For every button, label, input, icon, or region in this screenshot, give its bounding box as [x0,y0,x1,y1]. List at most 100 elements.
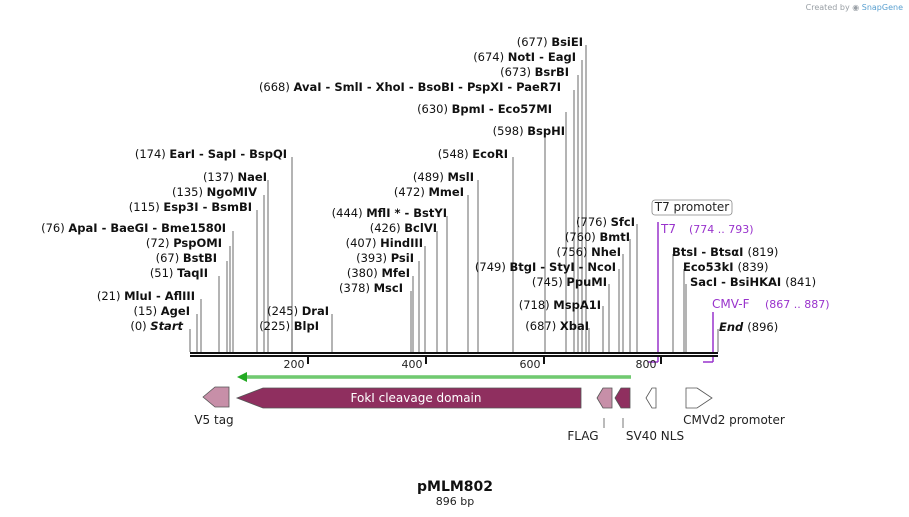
site-enzyme-names: EarI - SapI - BspQI [169,147,287,161]
site-position: (718) [519,298,554,312]
primer-cmv-f-range: (867 .. 887) [765,298,830,311]
feature-sv40-nls[interactable]: SV40 NLS [614,387,684,443]
site-label[interactable]: (718) MspA1I [519,298,601,312]
feature-foki-label: FokI cleavage domain [351,391,482,405]
site-leader-lines [189,45,719,352]
site-label[interactable]: (0) Start [130,319,183,333]
site-label[interactable]: (749) BtgI - StyI - NcoI [475,260,616,274]
site-enzyme-names: MspA1I [553,298,601,312]
feature-v5-tag[interactable]: V5 tag [194,386,234,427]
site-enzyme-names: BmtI [599,230,630,244]
site-label[interactable]: (489) MslI [413,170,474,184]
site-label[interactable]: (245) DraI [267,304,329,318]
site-enzyme-names: PspOMI [173,236,222,250]
site-position: (21) [97,289,124,303]
site-label[interactable]: BtsI - BtsαI (819) [672,245,778,259]
site-label[interactable]: (687) XbaI [525,319,589,333]
primer-t7-name: T7 [660,222,676,236]
watermark-prefix: Created by [805,3,850,12]
site-label[interactable]: (393) PsiI [356,251,414,265]
feature-flag-label: FLAG [567,429,598,443]
site-label[interactable]: Eco53kI (839) [683,260,768,274]
site-label[interactable]: (174) EarI - SapI - BspQI [135,147,287,161]
site-label[interactable]: (756) NheI [557,245,621,259]
site-label[interactable]: (72) PspOMI [146,236,222,250]
site-enzyme-names: HindIII [380,236,423,250]
site-label[interactable]: (115) Esp3I - BsmBI [129,200,252,214]
site-label[interactable]: (67) BstBI [156,251,217,265]
site-position: (76) [41,221,68,235]
site-label[interactable]: (674) NotI - EagI [473,50,576,64]
site-label[interactable]: (668) AvaI - SmlI - XhoI - BsoBI - PspXI… [259,80,561,94]
site-enzyme-names: MflI * - BstYI [366,206,447,220]
site-label[interactable]: (378) MscI [339,281,403,295]
restriction-sites-right: BtsI - BtsαI (819)Eco53kI (839)SacI - Bs… [672,245,816,334]
tick-label-600: 600 [520,358,541,371]
site-label[interactable]: (225) BlpI [259,319,319,333]
plasmid-name: pMLM802 [417,479,493,495]
site-enzyme-names: SfcI [611,215,635,229]
site-enzyme-names: NaeI [238,170,267,184]
site-label[interactable]: (472) MmeI [394,185,464,199]
site-label[interactable]: (426) BclVI [370,221,437,235]
site-enzyme-names: MslI [447,170,474,184]
site-enzyme-names: NheI [591,245,621,259]
site-enzyme-names: BsiEI [551,35,583,49]
site-label[interactable]: (677) BsiEI [517,35,583,49]
site-enzyme-names: BpmI - Eco57MI [452,102,552,116]
site-position: (819) [747,245,778,259]
feature-sv40-nls-label: SV40 NLS [626,429,684,443]
tick-label-800: 800 [636,358,657,371]
tick-label-200: 200 [284,358,305,371]
site-label[interactable]: (76) ApaI - BaeGI - Bme1580I [41,221,226,235]
site-label[interactable]: (630) BpmI - Eco57MI [417,102,552,116]
site-position: (0) [130,319,150,333]
site-position: (745) [532,275,567,289]
site-enzyme-names: BtgI - StyI - NcoI [509,260,616,274]
site-label[interactable]: (21) MluI - AflIII [97,289,195,303]
site-label[interactable]: (15) AgeI [134,304,190,318]
site-enzyme-names: DraI [302,304,329,318]
site-label[interactable]: (380) MfeI [347,266,410,280]
site-label[interactable]: (444) MflI * - BstYI [332,206,447,220]
site-position: (673) [500,65,535,79]
site-label[interactable]: (407) HindIII [346,236,423,250]
primer-t7[interactable]: T7 (774 .. 793) [648,222,754,363]
site-position: (760) [565,230,600,244]
feature-flag[interactable]: FLAG [567,387,613,443]
site-enzyme-names: SacI - BsiHKAI [690,275,785,289]
site-enzyme-names: BlpI [294,319,319,333]
site-position: (174) [135,147,170,161]
site-label[interactable]: SacI - BsiHKAI (841) [690,275,816,289]
site-label[interactable]: (548) EcoRI [438,147,508,161]
snapgene-logo-icon: ◉ [852,3,860,12]
tick-label-400: 400 [402,358,423,371]
orf-arrow[interactable] [237,372,631,382]
t7-promoter-callout[interactable]: T7 promoter [651,199,733,216]
site-position: (378) [339,281,374,295]
dna-backbone [190,352,718,357]
site-label[interactable]: (760) BmtI [565,230,630,244]
site-label[interactable]: (137) NaeI [203,170,267,184]
site-label[interactable]: End (896) [719,320,778,334]
site-position: (677) [517,35,552,49]
site-enzyme-names: NotI - EagI [508,50,576,64]
site-label[interactable]: (673) BsrBI [500,65,569,79]
site-label[interactable]: (598) BspHI [493,124,565,138]
site-position: (72) [146,236,173,250]
site-label[interactable]: (135) NgoMIV [172,185,257,199]
site-enzyme-names: PpuMI [566,275,607,289]
feature-cmvd2-promoter[interactable]: CMVd2 promoter [645,387,785,427]
site-enzyme-names: Eco53kI [683,260,738,274]
site-position: (548) [438,147,473,161]
site-position: (687) [525,319,560,333]
primer-cmv-f[interactable]: CMV-F (867 .. 887) [703,297,830,363]
site-position: (245) [267,304,302,318]
feature-cmvd2-label: CMVd2 promoter [683,413,785,427]
feature-foki-cleavage-domain[interactable]: FokI cleavage domain [235,387,582,409]
site-label[interactable]: (745) PpuMI [532,275,607,289]
site-enzyme-names: MmeI [428,185,464,199]
site-label[interactable]: (776) SfcI [576,215,635,229]
site-enzyme-names: EcoRI [472,147,508,161]
site-label[interactable]: (51) TaqII [150,266,208,280]
